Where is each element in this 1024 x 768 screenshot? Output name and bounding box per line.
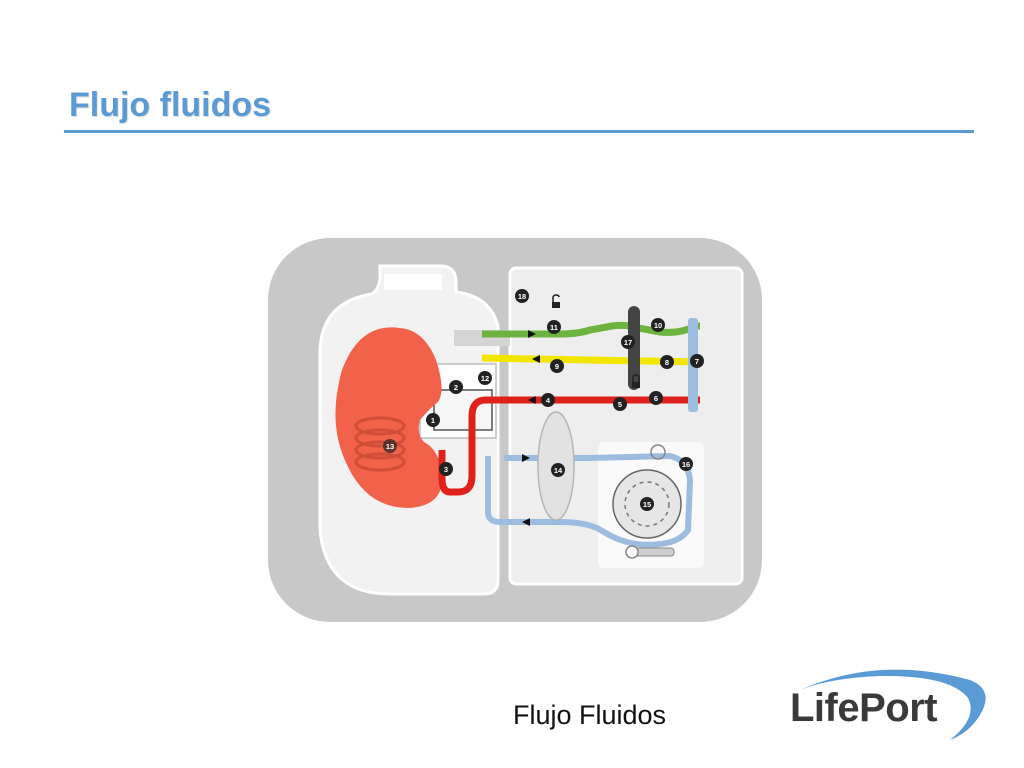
badge-8-text: 8 — [665, 358, 669, 367]
pump-rotor-inner — [624, 481, 670, 527]
badge-5-text: 5 — [618, 400, 622, 409]
badge-13 — [383, 439, 397, 453]
badge-6 — [649, 391, 663, 405]
blue-line — [485, 452, 694, 548]
badge-3-text: 3 — [444, 465, 448, 474]
badge-4 — [541, 393, 555, 407]
badge-11-text: 11 — [550, 323, 558, 332]
badge-6-text: 6 — [654, 394, 658, 403]
arrow-yellow — [532, 355, 540, 363]
arrow-red — [528, 396, 536, 404]
badge-3 — [439, 462, 453, 476]
badge-12-text: 12 — [481, 374, 489, 383]
unlock-icon — [552, 294, 560, 308]
badge-16 — [679, 457, 693, 471]
badge-15-text: 15 — [643, 500, 651, 509]
badge-10-text: 10 — [654, 321, 662, 330]
badge-1 — [426, 413, 440, 427]
slide-title: Flujo fluidos — [69, 86, 272, 124]
badge-18-text: 18 — [518, 292, 526, 301]
badge-18 — [515, 289, 529, 303]
badge-8 — [660, 355, 674, 369]
bottom-valve-knob — [625, 545, 639, 559]
badge-14 — [551, 463, 565, 477]
badge-7-text: 7 — [695, 357, 699, 366]
arrow-blue-top — [522, 454, 530, 462]
coil — [354, 416, 406, 472]
pump-tube-loop — [650, 444, 666, 460]
badge-2 — [449, 380, 463, 394]
red-line — [438, 396, 700, 496]
badge-2-text: 2 — [454, 383, 458, 392]
pressure-column — [628, 306, 640, 390]
badge-9 — [550, 359, 564, 373]
title-underline — [64, 130, 974, 133]
slide-caption: Flujo Fluidos — [513, 700, 667, 730]
badge-10 — [651, 318, 665, 332]
flow-arrows — [522, 330, 540, 526]
arrow-green — [528, 330, 536, 338]
badge-7 — [690, 354, 704, 368]
chamber-lid — [384, 274, 442, 290]
badge-17-text: 17 — [624, 338, 632, 347]
badge-13-text: 13 — [386, 442, 394, 451]
arrow-blue-bottom — [522, 518, 530, 526]
badge-5 — [613, 397, 627, 411]
logo-wordmark: LifePort — [790, 686, 938, 730]
badge-1-text: 1 — [431, 416, 435, 425]
green-line — [482, 321, 700, 338]
badge-14-text: 14 — [554, 466, 563, 475]
badge-12 — [478, 371, 492, 385]
badge-15 — [640, 497, 654, 511]
badge-9-text: 9 — [555, 362, 559, 371]
badge-4-text: 4 — [546, 396, 551, 405]
badge-11 — [547, 320, 561, 334]
badge-17 — [621, 335, 635, 349]
lifeport-logo: LifePort — [780, 660, 1000, 750]
cannula-block — [433, 389, 493, 431]
label-badges: 1 2 3 4 5 6 7 8 9 10 11 12 13 14 15 16 1… — [383, 289, 704, 511]
lock-icon — [632, 374, 640, 388]
fluid-flow-diagram: 1 2 3 4 5 6 7 8 9 10 11 12 13 14 15 16 1… — [268, 238, 762, 622]
badge-16-text: 16 — [682, 460, 690, 469]
